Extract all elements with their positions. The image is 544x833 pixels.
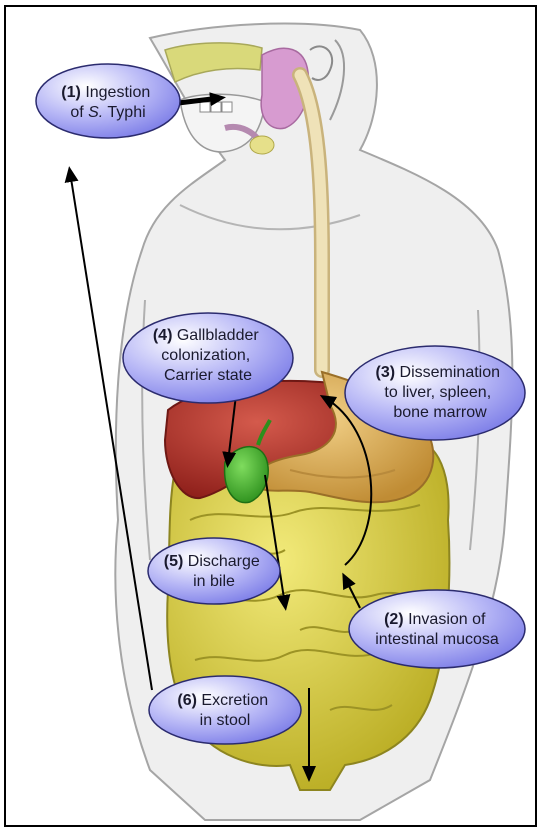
step-2-bubble: (2) Invasion of intestinal mucosa (349, 590, 525, 668)
step-4-bubble: (4) Gallbladder colonization, Carrier st… (123, 313, 293, 403)
step-4-label: (4) Gallbladder colonization, Carrier st… (153, 327, 263, 384)
step-6-bubble: (6) Excretion in stool (149, 676, 301, 744)
salivary-gland-lower (250, 136, 274, 154)
step-3-label: (3) Dissemination to liver, spleen, bone… (376, 364, 505, 421)
step-5-bubble: (5) Discharge in bile (148, 538, 280, 604)
step-3-bubble: (3) Dissemination to liver, spleen, bone… (345, 346, 525, 440)
step-1-bubble: (1) Ingestion of S. Typhi (36, 64, 180, 138)
